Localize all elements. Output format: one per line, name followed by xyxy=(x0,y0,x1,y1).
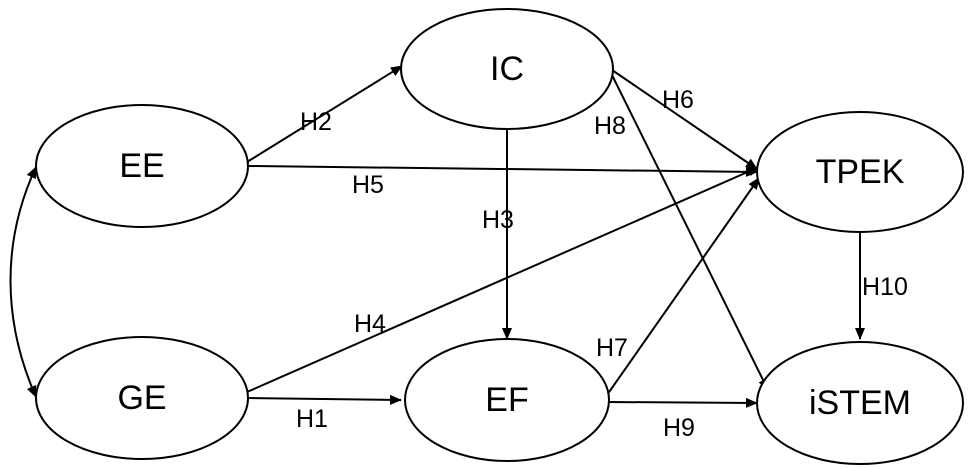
edge-h1-ge-ef xyxy=(246,394,402,405)
edge-label-h4: H4 xyxy=(354,310,386,338)
edge-h4-ge-tpek xyxy=(246,166,760,393)
node-label-istem: iSTEM xyxy=(809,384,911,422)
edge-label-h5: H5 xyxy=(352,171,384,199)
node-label-ic: IC xyxy=(490,50,524,88)
node-label-ge: GE xyxy=(117,379,166,417)
edge-label-h1: H1 xyxy=(296,405,328,433)
edge-h2-ee-ic xyxy=(246,65,403,163)
node-label-tpek: TPEK xyxy=(816,153,905,191)
edge-h6-ic-tpek xyxy=(611,69,758,170)
edge-label-h10: H10 xyxy=(862,273,908,301)
edge-h8-ic-istem xyxy=(611,74,769,391)
node-label-ee: EE xyxy=(119,147,164,185)
node-ef: EF xyxy=(404,338,610,462)
node-istem: iSTEM xyxy=(756,341,964,465)
edge-label-h2: H2 xyxy=(300,108,332,136)
node-ee: EE xyxy=(35,104,249,228)
edge-label-h7: H7 xyxy=(596,334,628,362)
node-tpek: TPEK xyxy=(756,111,964,233)
edge-h5-ee-tpek xyxy=(248,165,758,177)
edge-label-h3: H3 xyxy=(482,206,514,234)
edge-h9-ef-istem xyxy=(606,397,758,408)
node-ic: IC xyxy=(400,8,614,130)
edge-label-h9: H9 xyxy=(663,414,695,442)
edge-h7-ef-tpek xyxy=(606,177,760,396)
edge-label-h8: H8 xyxy=(594,112,626,140)
edge-label-h6: H6 xyxy=(662,86,694,114)
node-label-ef: EF xyxy=(485,381,528,419)
node-ge: GE xyxy=(35,336,249,460)
edge-ee-ge-bidirectional xyxy=(9,166,37,398)
